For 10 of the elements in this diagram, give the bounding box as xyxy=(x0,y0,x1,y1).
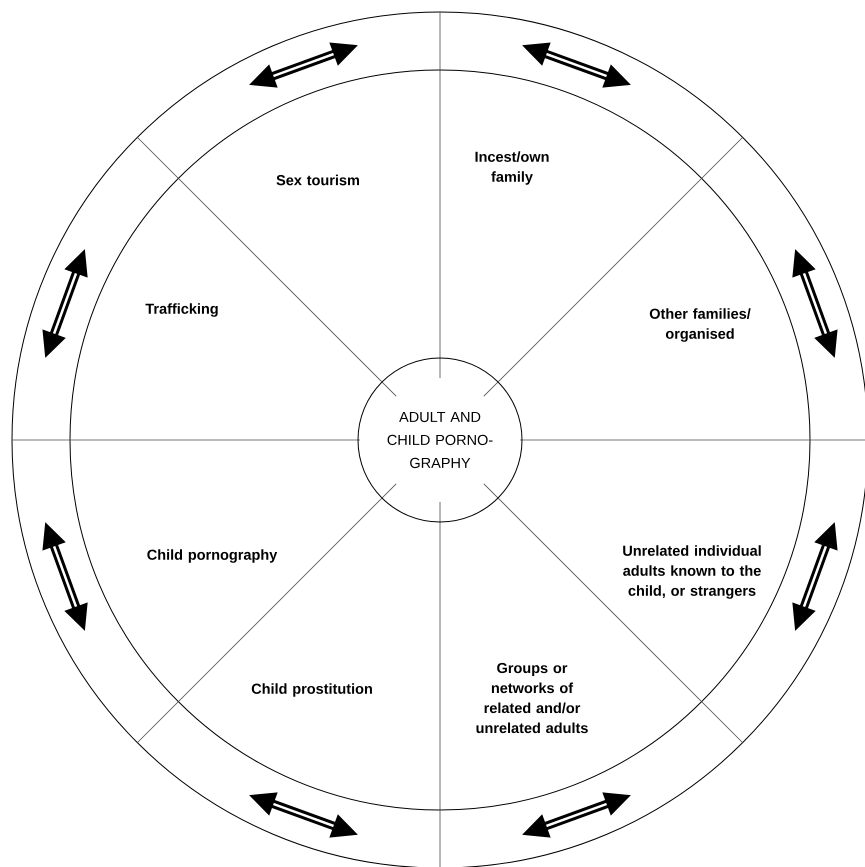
sector-label: Child prostitution xyxy=(252,683,372,697)
sector-label: Incest/own family xyxy=(476,151,549,185)
sector-label: Child pornography xyxy=(147,549,278,563)
center-label: ADULT AND CHILD PORNO- GRAPHY xyxy=(388,412,493,468)
sector-label: Trafficking xyxy=(146,303,218,317)
sector-label: Groups or networks of related and/or unrelated adults xyxy=(476,662,588,734)
sector-label: Other families/ organised xyxy=(650,308,751,342)
sector-label: Unrelated individual adults known to the child, or strangers xyxy=(623,545,761,599)
center-circle xyxy=(358,358,522,522)
sector-label: Sex tourism xyxy=(276,174,359,186)
